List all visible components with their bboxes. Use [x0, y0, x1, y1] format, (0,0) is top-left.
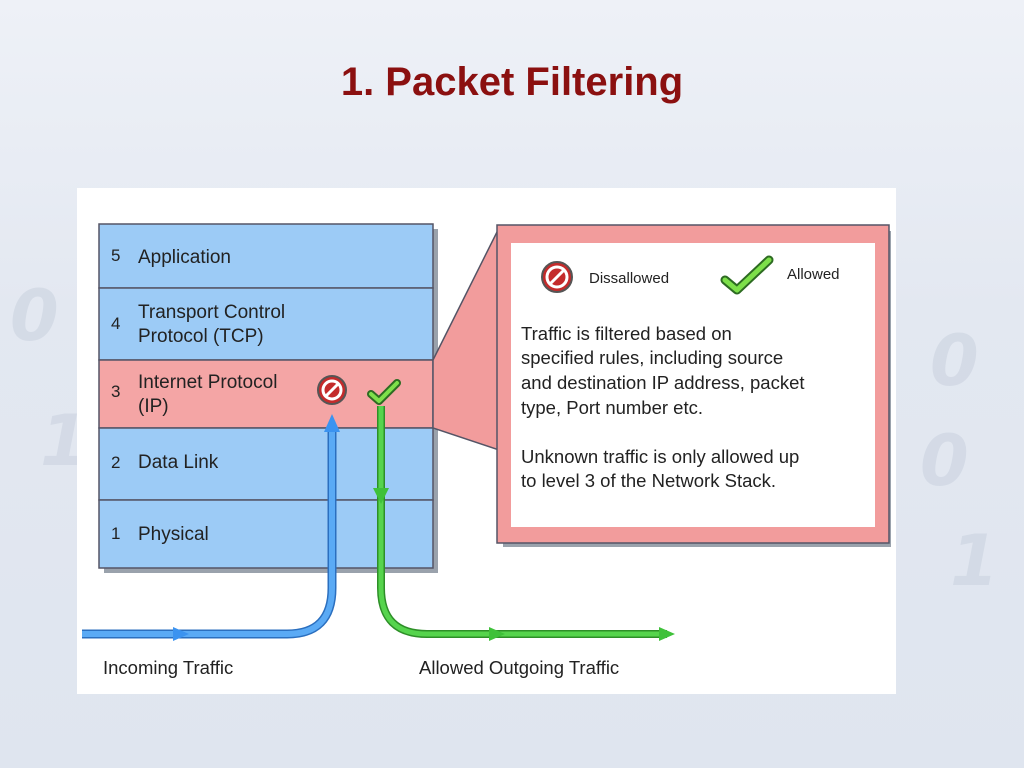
checkmark-icon — [367, 379, 401, 405]
callout-paragraph-2: Unknown traffic is only allowed up to le… — [521, 446, 799, 491]
callout-connector — [432, 227, 500, 452]
layer-4-tcp: 4 Transport Control Protocol (TCP) — [98, 287, 434, 361]
legend-allowed: Allowed — [720, 255, 840, 295]
incoming-arrowhead-right — [173, 627, 189, 641]
outgoing-arrowhead-down — [373, 488, 389, 504]
callout-line: Unknown traffic is only allowed up — [521, 446, 799, 467]
no-entry-icon — [541, 261, 573, 293]
no-entry-icon — [317, 375, 347, 405]
background-digit: 0 — [10, 275, 59, 357]
incoming-traffic-path — [82, 428, 335, 637]
outgoing-traffic-path — [378, 406, 667, 637]
outgoing-arrowhead-mid — [489, 627, 505, 641]
layer-number: 5 — [111, 246, 120, 265]
callout-line: type, Port number etc. — [521, 397, 703, 418]
diagram-canvas: 5 Application 4 Transport Control Protoc… — [82, 223, 891, 678]
packet-filtering-diagram: 5 Application 4 Transport Control Protoc… — [77, 188, 896, 694]
layer-label: Transport Control — [138, 302, 285, 323]
layer-label: Internet Protocol — [138, 372, 277, 393]
incoming-arrowhead-up — [324, 414, 340, 432]
legend-disallowed: Dissallowed — [541, 261, 669, 293]
layer-number: 4 — [111, 314, 120, 333]
slide-title: 1. Packet Filtering — [340, 60, 684, 104]
outgoing-arrowhead-end — [659, 627, 675, 641]
callout-line: to level 3 of the Network Stack. — [521, 470, 776, 491]
legend-disallowed-label: Dissallowed — [589, 270, 669, 287]
layer-label: Data Link — [138, 452, 219, 473]
layer-5-application: 5 Application — [98, 223, 434, 289]
outgoing-traffic-label: Allowed Outgoing Traffic — [419, 657, 619, 678]
callout-line: and destination IP address, packet — [521, 372, 805, 393]
callout-paragraph-1: Traffic is filtered based on specified r… — [521, 323, 805, 418]
background-digit: 0 — [920, 420, 969, 502]
layer-label: Physical — [138, 524, 209, 545]
layer-number: 2 — [111, 453, 120, 472]
callout-line: specified rules, including source — [521, 347, 783, 368]
layer-number: 3 — [111, 382, 120, 401]
callout-inner — [511, 243, 875, 527]
layer-label: Application — [138, 247, 231, 268]
legend-allowed-label: Allowed — [787, 266, 840, 283]
layer-number: 1 — [111, 524, 120, 543]
layer-label-line2: (IP) — [138, 396, 169, 417]
background-digit: 1 — [950, 520, 999, 602]
background-digit: 0 — [930, 320, 979, 402]
layer-label-line2: Protocol (TCP) — [138, 326, 264, 347]
incoming-traffic-label: Incoming Traffic — [103, 657, 233, 678]
callout-line: Traffic is filtered based on — [521, 323, 732, 344]
